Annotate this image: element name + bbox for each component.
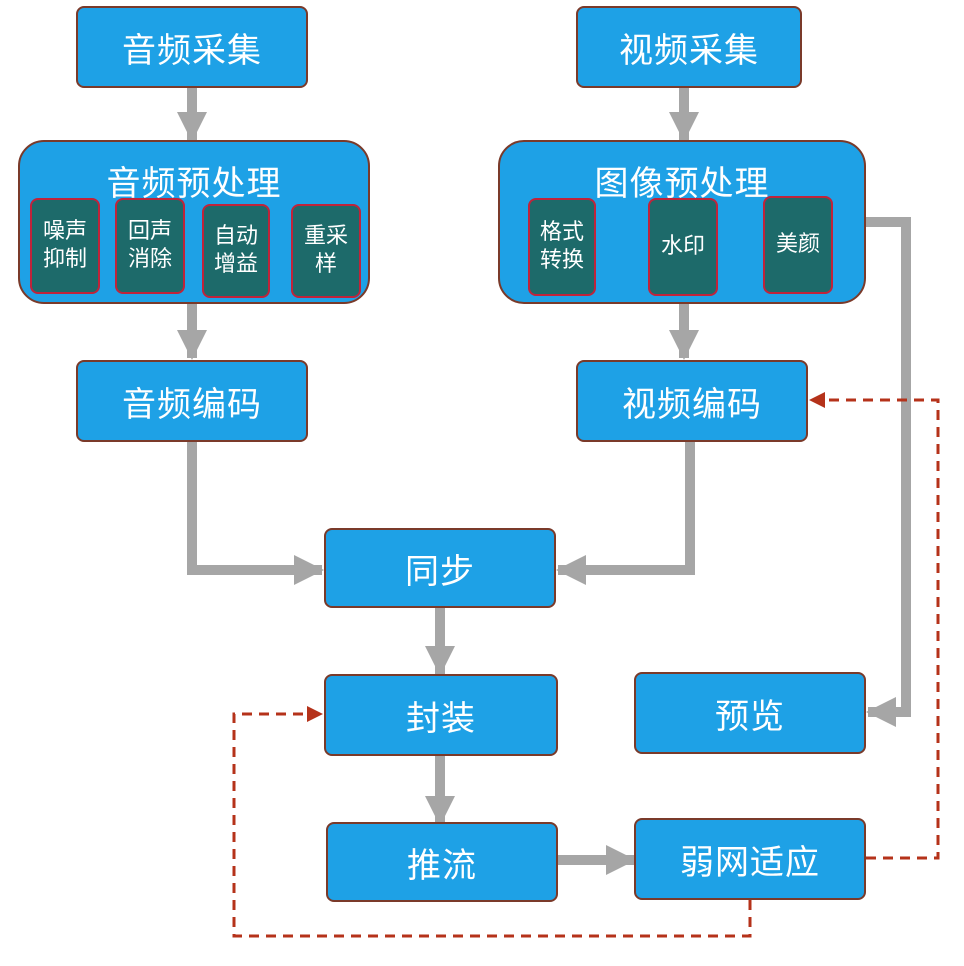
preview-box: 预览 [634,672,866,754]
feedback-weak-net-to-video-encode [809,392,940,860]
video-encode-box: 视频编码 [576,360,808,442]
image-preprocess-title: 图像预处理 [594,164,770,204]
watermark-box: 水印 [648,198,718,296]
audio-preprocess-box: 音频预处理 噪声 抑制 回声 消除 自动 增益 重采 样 [18,140,370,304]
format-conversion-box: 格式 转换 [528,198,596,296]
auto-gain-box: 自动 增益 [202,204,270,298]
noise-suppression-box: 噪声 抑制 [30,198,100,294]
sync-box: 同步 [324,528,556,608]
audio-preprocess-title: 音频预处理 [106,164,282,204]
mux-box: 封装 [324,674,558,756]
beauty-box: 美颜 [763,196,833,294]
feedback-weak-net-to-mux [232,706,752,938]
video-capture-box: 视频采集 [576,6,802,88]
image-preprocess-box: 图像预处理 格式 转换 水印 美颜 [498,140,866,304]
arrow-audio-encode-to-sync [187,442,324,585]
push-stream-box: 推流 [326,822,558,902]
echo-cancellation-box: 回声 消除 [115,198,185,294]
weak-network-adapt-box: 弱网适应 [634,818,866,900]
resample-box: 重采 样 [291,204,361,298]
audio-capture-box: 音频采集 [76,6,308,88]
audio-encode-box: 音频编码 [76,360,308,442]
arrow-video-encode-to-sync [556,442,695,585]
arrow-preprocess-to-preview [866,217,911,727]
